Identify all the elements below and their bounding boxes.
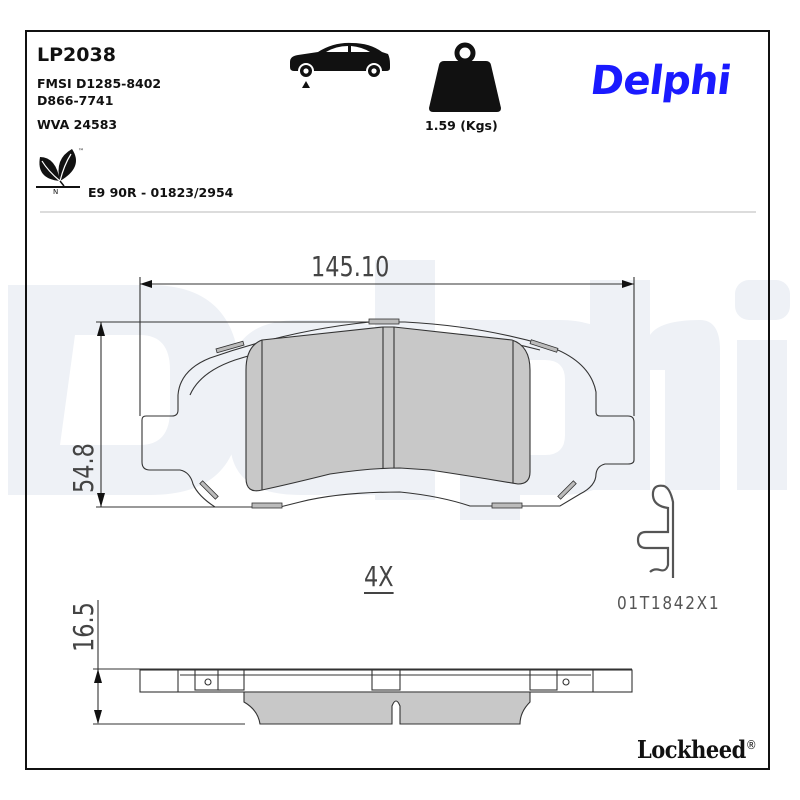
fmsi-code: FMSI D1285-8402 (37, 76, 162, 91)
wva-code: WVA 24583 (37, 117, 118, 132)
eco-leaf-icon (36, 149, 80, 188)
registered-mark: ® (745, 737, 757, 753)
document-frame (25, 30, 770, 770)
eco-trademark: ™ (78, 148, 84, 155)
weight-value: 1.59 (Kgs) (425, 118, 498, 133)
header-divider (40, 211, 756, 213)
approval-number: E9 90R - 01823/2954 (88, 185, 234, 200)
weight-icon (429, 42, 501, 112)
lockheed-text: Lockheed (637, 735, 746, 764)
accessory-code: 01T1842X1 (617, 593, 721, 614)
eco-letter: N (53, 188, 59, 196)
width-dimension: 145.10 (311, 250, 390, 283)
quantity-label: 4X (364, 560, 394, 593)
d-code: D866-7741 (37, 93, 114, 108)
spring-clip (636, 484, 675, 578)
car-front-axle-icon (290, 42, 390, 88)
part-number: LP2038 (37, 44, 116, 66)
height-dimension: 54.8 (67, 443, 100, 493)
lockheed-logo: Lockheed® (637, 735, 757, 764)
thickness-dimension: 16.5 (67, 602, 100, 652)
